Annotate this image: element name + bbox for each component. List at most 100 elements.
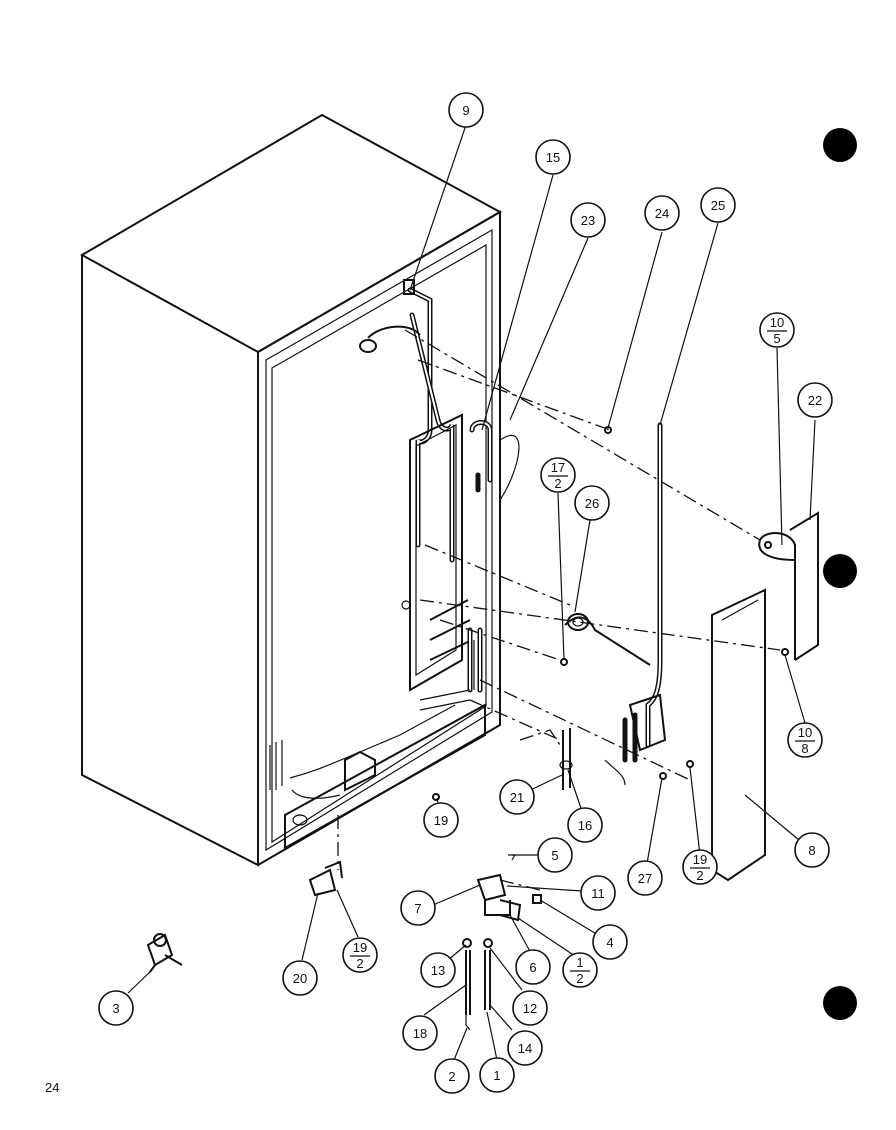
callout-label: 24 <box>655 206 669 221</box>
callout-c27: 27 <box>627 860 663 896</box>
callout-circle <box>98 990 134 1026</box>
callout-circle <box>448 92 484 128</box>
callout-c4: 4 <box>592 924 628 960</box>
callout-label: 25 <box>711 198 725 213</box>
callout-c2: 2 <box>434 1058 470 1094</box>
callout-label: 23 <box>581 213 595 228</box>
cover-panel-22 <box>758 511 819 661</box>
callout-circle <box>540 457 576 493</box>
callout-label: 11 <box>591 886 605 901</box>
callout-label: 6 <box>529 960 536 975</box>
callout-circle <box>682 849 718 885</box>
callout-c22: 22 <box>797 382 833 418</box>
callout-label: 7 <box>414 901 421 916</box>
callout-label: 12 <box>523 1001 537 1016</box>
callout-c8: 8 <box>794 832 830 868</box>
callout-numerator: 19 <box>353 940 367 955</box>
callout-label: 4 <box>606 935 613 950</box>
callout-circle <box>402 1015 438 1051</box>
callout-c20: 20 <box>282 960 318 996</box>
callout-denominator: 5 <box>773 331 780 346</box>
callout-numerator: 19 <box>693 852 707 867</box>
callout-circle <box>479 1057 515 1093</box>
callout-label: 5 <box>551 848 558 863</box>
callout-circle <box>787 722 823 758</box>
callout-circle <box>423 802 459 838</box>
callout-c10a: 105 <box>759 312 795 348</box>
callout-c19b: 192 <box>682 849 718 885</box>
drain-tube <box>622 422 667 763</box>
callout-circle <box>537 837 573 873</box>
callout-c11: 11 <box>580 875 616 911</box>
callout-c12: 12 <box>512 990 548 1026</box>
callout-label: 22 <box>808 393 822 408</box>
callout-numerator: 1 <box>576 955 583 970</box>
callout-c25: 25 <box>700 187 736 223</box>
condenser-tubing <box>359 279 520 711</box>
callout-circle <box>627 860 663 896</box>
bracket-20 <box>308 860 343 897</box>
callout-label: 18 <box>413 1026 427 1041</box>
callout-circle <box>400 890 436 926</box>
callout-c9: 9 <box>448 92 484 128</box>
callout-c14: 14 <box>507 1030 543 1066</box>
callout-c21: 21 <box>499 779 535 815</box>
callout-denominator: 2 <box>696 868 703 883</box>
binder-hole-top <box>823 128 857 162</box>
callout-label: 14 <box>518 1041 532 1056</box>
callout-numerator: 17 <box>551 460 565 475</box>
callout-numerator: 10 <box>798 725 812 740</box>
callout-denominator: 2 <box>576 971 583 986</box>
relay-overload-assembly <box>462 854 542 1031</box>
callout-label: 15 <box>546 150 560 165</box>
callout-label: 19 <box>434 813 448 828</box>
small-parts <box>432 426 789 801</box>
callout-c19a: 19 <box>423 802 459 838</box>
access-panel-8 <box>711 588 766 882</box>
callout-c15: 15 <box>535 139 571 175</box>
callout-denominator: 8 <box>801 741 808 756</box>
callout-c19c: 192 <box>342 937 378 973</box>
callout-c18: 18 <box>402 1015 438 1051</box>
callout-c5: 5 <box>537 837 573 873</box>
callout-circle <box>535 139 571 175</box>
callout-circle <box>499 779 535 815</box>
callout-circle <box>434 1058 470 1094</box>
callout-c3: 3 <box>98 990 134 1026</box>
callout-circle <box>797 382 833 418</box>
callout-c13: 13 <box>420 952 456 988</box>
water-valve-3 <box>146 933 183 973</box>
callout-label: 2 <box>448 1069 455 1084</box>
callout-circle <box>420 952 456 988</box>
callout-circle <box>562 952 598 988</box>
power-cord <box>564 613 651 666</box>
callout-circle <box>580 875 616 911</box>
callout-c7: 7 <box>400 890 436 926</box>
callout-circle <box>342 937 378 973</box>
callout-circle <box>507 1030 543 1066</box>
binder-hole-bottom <box>823 986 857 1020</box>
callout-circle <box>515 949 551 985</box>
callout-label: 20 <box>293 971 307 986</box>
binder-hole-middle <box>823 554 857 588</box>
callout-circle <box>512 990 548 1026</box>
page-number: 24 <box>45 1080 59 1095</box>
callout-c23: 23 <box>570 202 606 238</box>
refrigerator-cabinet <box>79 113 503 867</box>
callout-circle <box>644 195 680 231</box>
callout-label: 8 <box>808 843 815 858</box>
callout-circle <box>282 960 318 996</box>
callout-label: 13 <box>431 963 445 978</box>
callout-c26: 26 <box>574 485 610 521</box>
callout-c17: 172 <box>540 457 576 493</box>
callout-circle <box>794 832 830 868</box>
callout-c24: 24 <box>644 195 680 231</box>
callout-c1b: 12 <box>562 952 598 988</box>
callout-c10b: 108 <box>787 722 823 758</box>
callout-denominator: 2 <box>356 956 363 971</box>
callout-circle <box>570 202 606 238</box>
callout-label: 9 <box>462 103 469 118</box>
callout-label: 16 <box>578 818 592 833</box>
